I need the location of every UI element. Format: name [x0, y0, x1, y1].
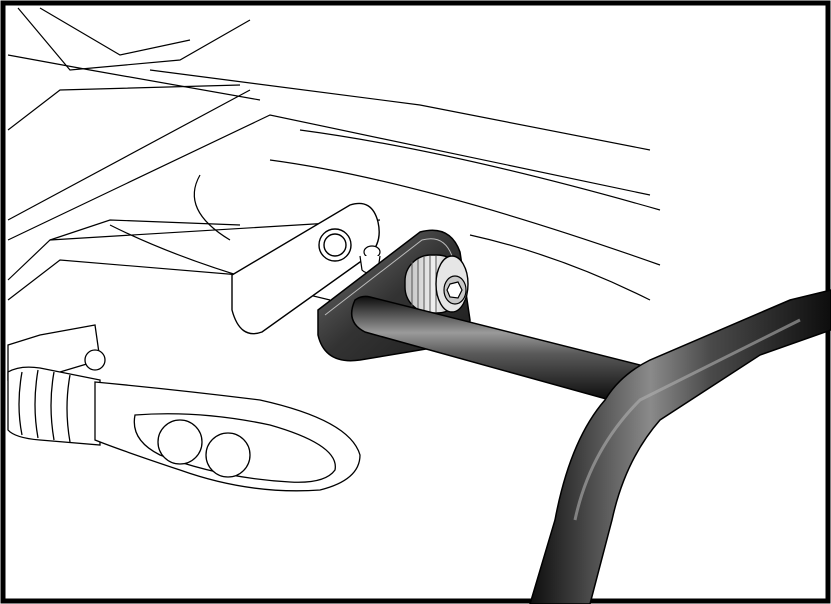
- mounting-tab-with-hole: [231, 202, 380, 335]
- hex-socket-bolt: [443, 275, 467, 305]
- rack-tube: [350, 289, 831, 604]
- turn-signal-lens-left: [157, 419, 203, 465]
- rear-fender-body: [7, 7, 661, 301]
- turn-signal: [7, 324, 361, 492]
- turn-signal-lens-right: [205, 432, 251, 478]
